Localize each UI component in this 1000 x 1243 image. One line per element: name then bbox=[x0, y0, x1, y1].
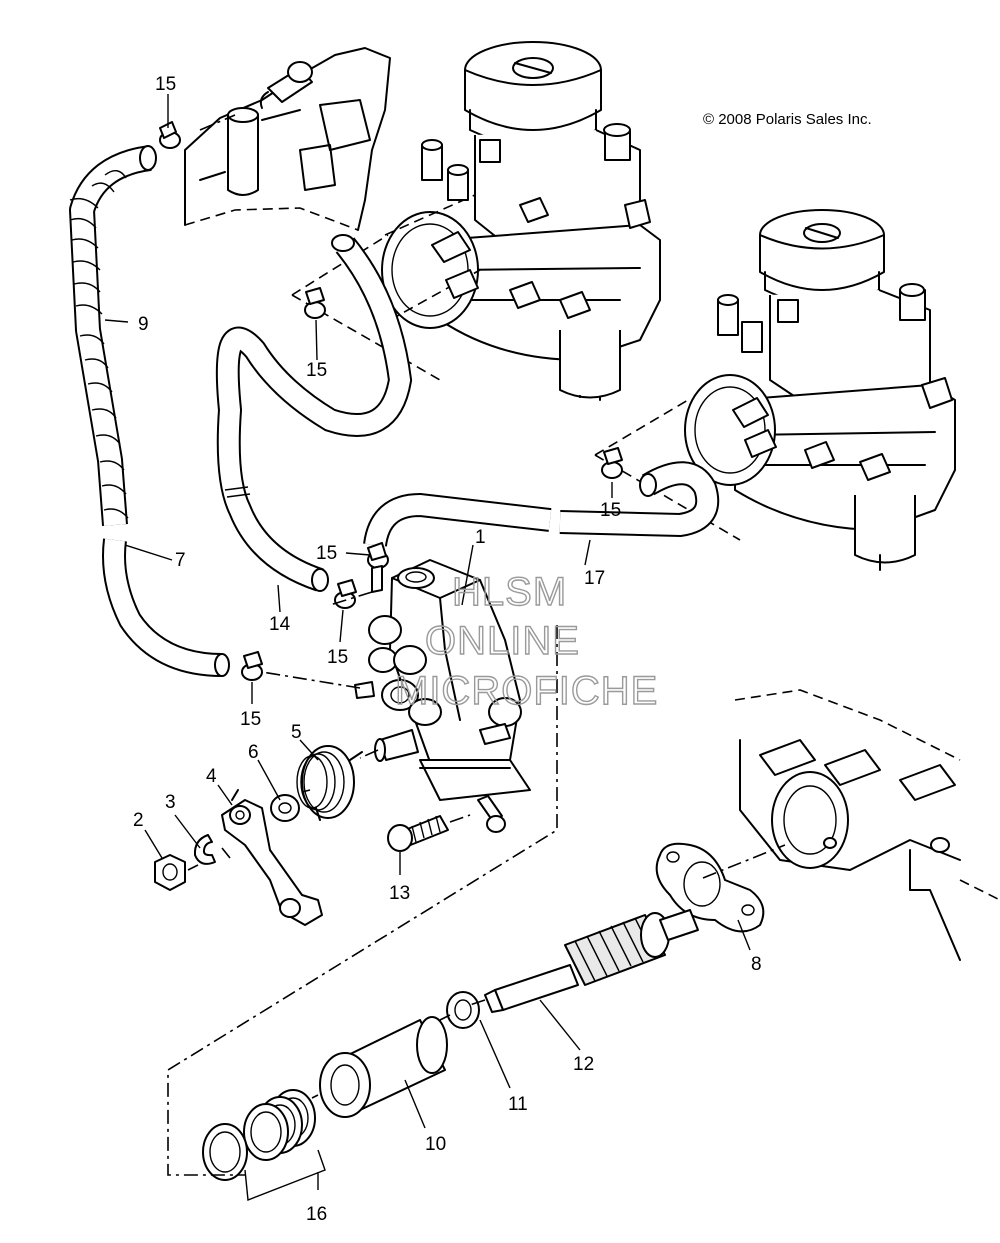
hose-17 bbox=[363, 461, 720, 548]
callout-11: 11 bbox=[508, 1094, 528, 1115]
bushing-10 bbox=[319, 1016, 448, 1118]
clamp-top-left bbox=[159, 121, 181, 149]
callout-16: 16 bbox=[306, 1204, 327, 1225]
seals-16 bbox=[202, 1089, 316, 1181]
callout-1: 1 bbox=[475, 527, 486, 548]
watermark-line-2: ONLINE bbox=[425, 619, 580, 663]
carburetor-1 bbox=[291, 41, 661, 401]
clamp-carb2 bbox=[601, 447, 623, 479]
callout-6: 6 bbox=[248, 742, 259, 763]
callout-9: 9 bbox=[138, 314, 149, 335]
clamp-pump-top bbox=[367, 542, 389, 569]
hose-7 bbox=[102, 538, 230, 677]
watermark-line-1: HLSM bbox=[452, 570, 567, 614]
washer-11 bbox=[446, 991, 480, 1029]
callout-13: 13 bbox=[389, 883, 410, 904]
hose-14 bbox=[215, 234, 413, 592]
callout-numbers: 15 9 15 15 15 1 17 7 14 15 15 5 6 4 3 2 … bbox=[133, 74, 762, 1225]
carburetor-2 bbox=[594, 209, 956, 571]
gasket-8 bbox=[655, 842, 765, 933]
callout-12: 12 bbox=[573, 1054, 594, 1075]
control-lever-4 bbox=[221, 789, 323, 926]
callout-15-pump-low: 15 bbox=[240, 709, 261, 730]
nut-2 bbox=[154, 854, 186, 891]
callout-2: 2 bbox=[133, 810, 144, 831]
callout-5: 5 bbox=[291, 722, 302, 743]
callout-8: 8 bbox=[751, 954, 762, 975]
callout-17: 17 bbox=[584, 568, 605, 589]
callout-3: 3 bbox=[165, 792, 176, 813]
callout-15-pump-mid: 15 bbox=[327, 647, 348, 668]
engine-case-fragment-top bbox=[184, 47, 391, 231]
bolt-13 bbox=[387, 815, 449, 852]
oil-pump-assembly bbox=[354, 559, 531, 833]
spring-5 bbox=[296, 745, 363, 821]
leader-lines bbox=[104, 94, 751, 1201]
drive-gear-shaft-12 bbox=[484, 909, 699, 1013]
engine-case-fragment-bottom bbox=[734, 689, 1000, 961]
clamp-pump-low bbox=[241, 651, 263, 681]
clamp-carb1 bbox=[304, 287, 326, 319]
hose-9-wrapped bbox=[69, 145, 157, 526]
callout-15-pump-top: 15 bbox=[316, 543, 337, 564]
washer-6 bbox=[270, 794, 300, 822]
assembly-lines bbox=[167, 114, 786, 1176]
watermark: HLSM ONLINE MICROFICHE bbox=[394, 569, 658, 713]
watermark-line-3: MICROFICHE bbox=[395, 669, 658, 713]
copyright-text: © 2008 Polaris Sales Inc. bbox=[703, 111, 872, 128]
callout-15-carb1: 15 bbox=[306, 360, 327, 381]
callout-4: 4 bbox=[206, 766, 217, 787]
hose-clamps bbox=[159, 121, 623, 681]
callout-15-carb2: 15 bbox=[600, 500, 621, 521]
callout-7: 7 bbox=[175, 550, 186, 571]
callout-10: 10 bbox=[425, 1134, 446, 1155]
callout-15-top-left: 15 bbox=[155, 74, 176, 95]
callout-14: 14 bbox=[269, 614, 291, 635]
clamp-pump-mid bbox=[334, 579, 357, 609]
clip-3 bbox=[193, 834, 216, 865]
